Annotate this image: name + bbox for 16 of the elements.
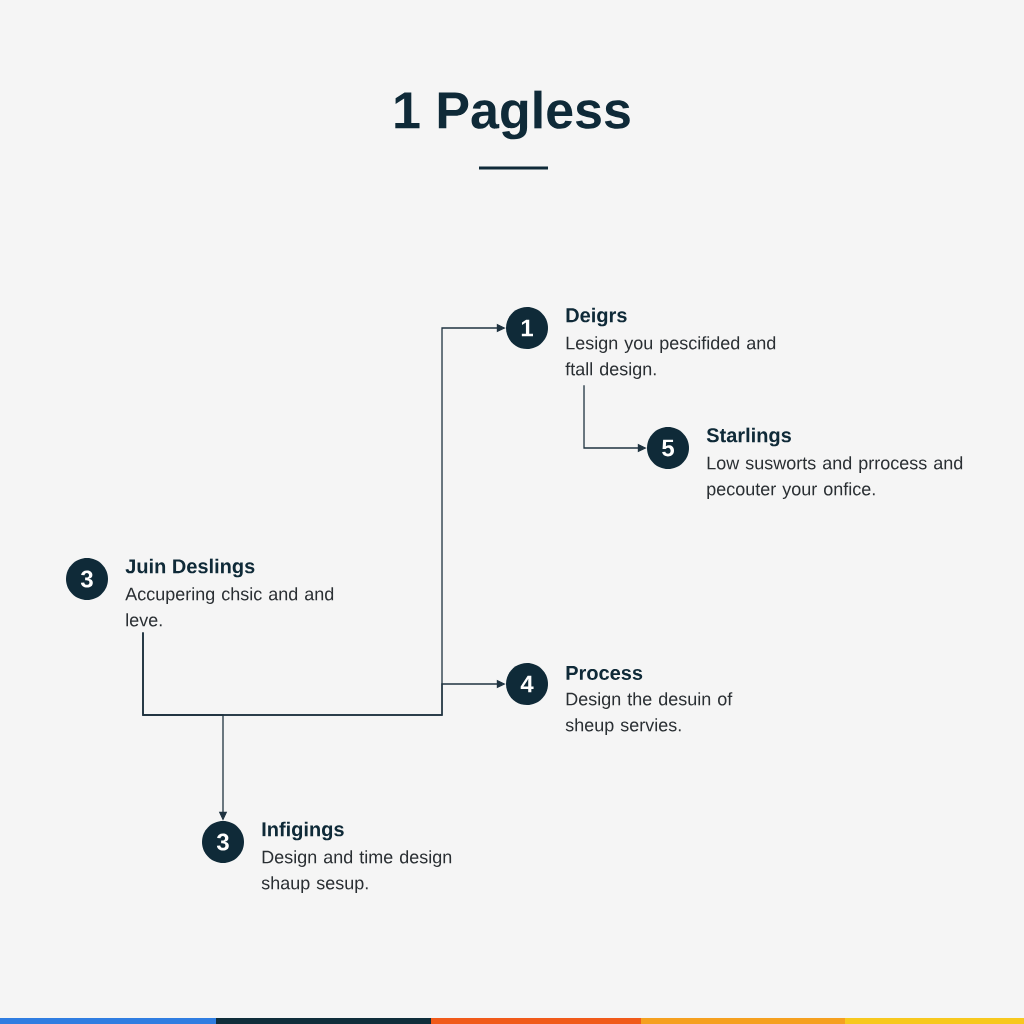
step-description: Design and time design shaup sesup. bbox=[261, 850, 452, 893]
number-badge: 4 bbox=[506, 663, 548, 705]
number-badge: 3 bbox=[66, 558, 108, 600]
number-badge: 5 bbox=[647, 427, 689, 469]
title: 1 Pagless bbox=[395, 90, 630, 140]
number-badge: 1 bbox=[506, 307, 548, 349]
step-description: Design the desuin of sheup servies. bbox=[565, 692, 733, 735]
step-heading: Juin Deslings bbox=[125, 558, 255, 578]
step-heading: Starlings bbox=[706, 427, 791, 447]
step-description: Accupering chsic and and leve. bbox=[125, 587, 334, 627]
step-description: Lesign you pescifided and ftall design. bbox=[565, 336, 776, 379]
number-badge: 3 bbox=[202, 821, 244, 863]
step-heading: Deigrs bbox=[566, 307, 627, 327]
step-heading: Process bbox=[566, 666, 643, 680]
step-description: Low susworts and prrocess and pecouter your onfice. bbox=[707, 456, 963, 499]
step-heading: Infigings bbox=[262, 821, 344, 841]
